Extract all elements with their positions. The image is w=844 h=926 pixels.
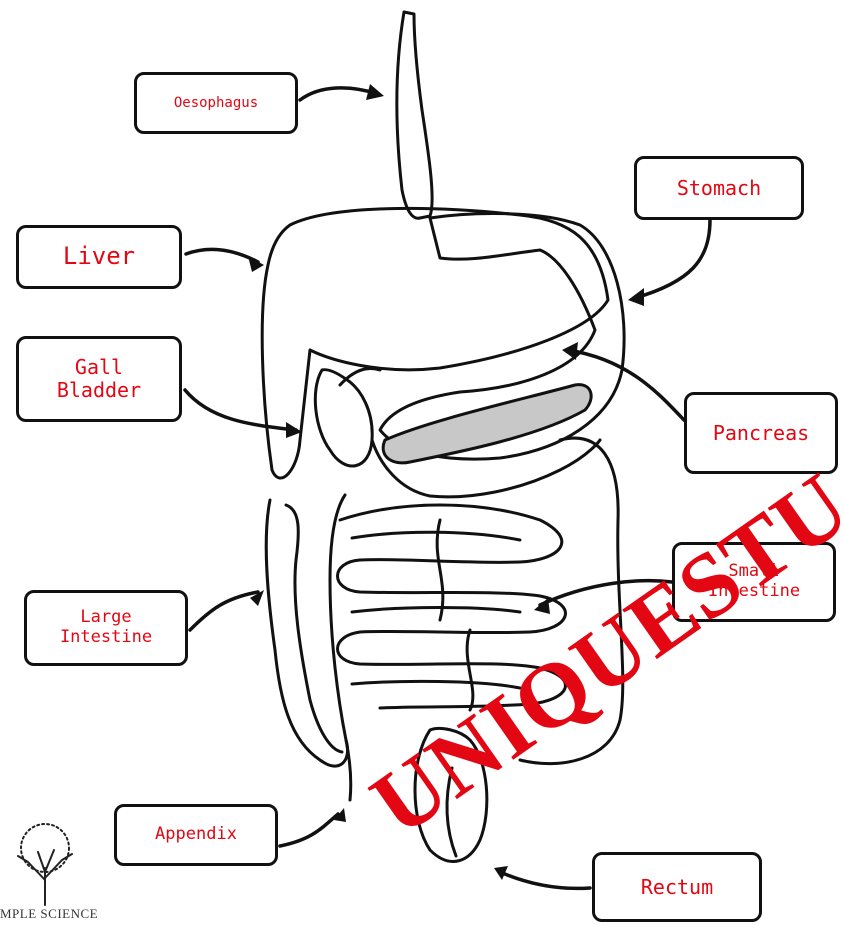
gall-bladder-shape — [315, 370, 372, 466]
tree-icon — [18, 824, 72, 905]
label-oesophagus: Oesophagus — [134, 72, 298, 134]
label-stomach: Stomach — [634, 156, 804, 220]
oesophagus-shape — [397, 12, 432, 218]
logo-text: MPLE SCIENCE — [0, 906, 98, 922]
label-gall-bladder: Gall Bladder — [16, 336, 182, 422]
label-rectum: Rectum — [592, 852, 762, 922]
label-large-intestine: Large Intestine — [24, 590, 188, 666]
appendix-shape — [346, 740, 351, 800]
label-liver: Liver — [16, 225, 182, 289]
pancreas-shape — [383, 385, 591, 463]
label-appendix: Appendix — [114, 804, 278, 866]
